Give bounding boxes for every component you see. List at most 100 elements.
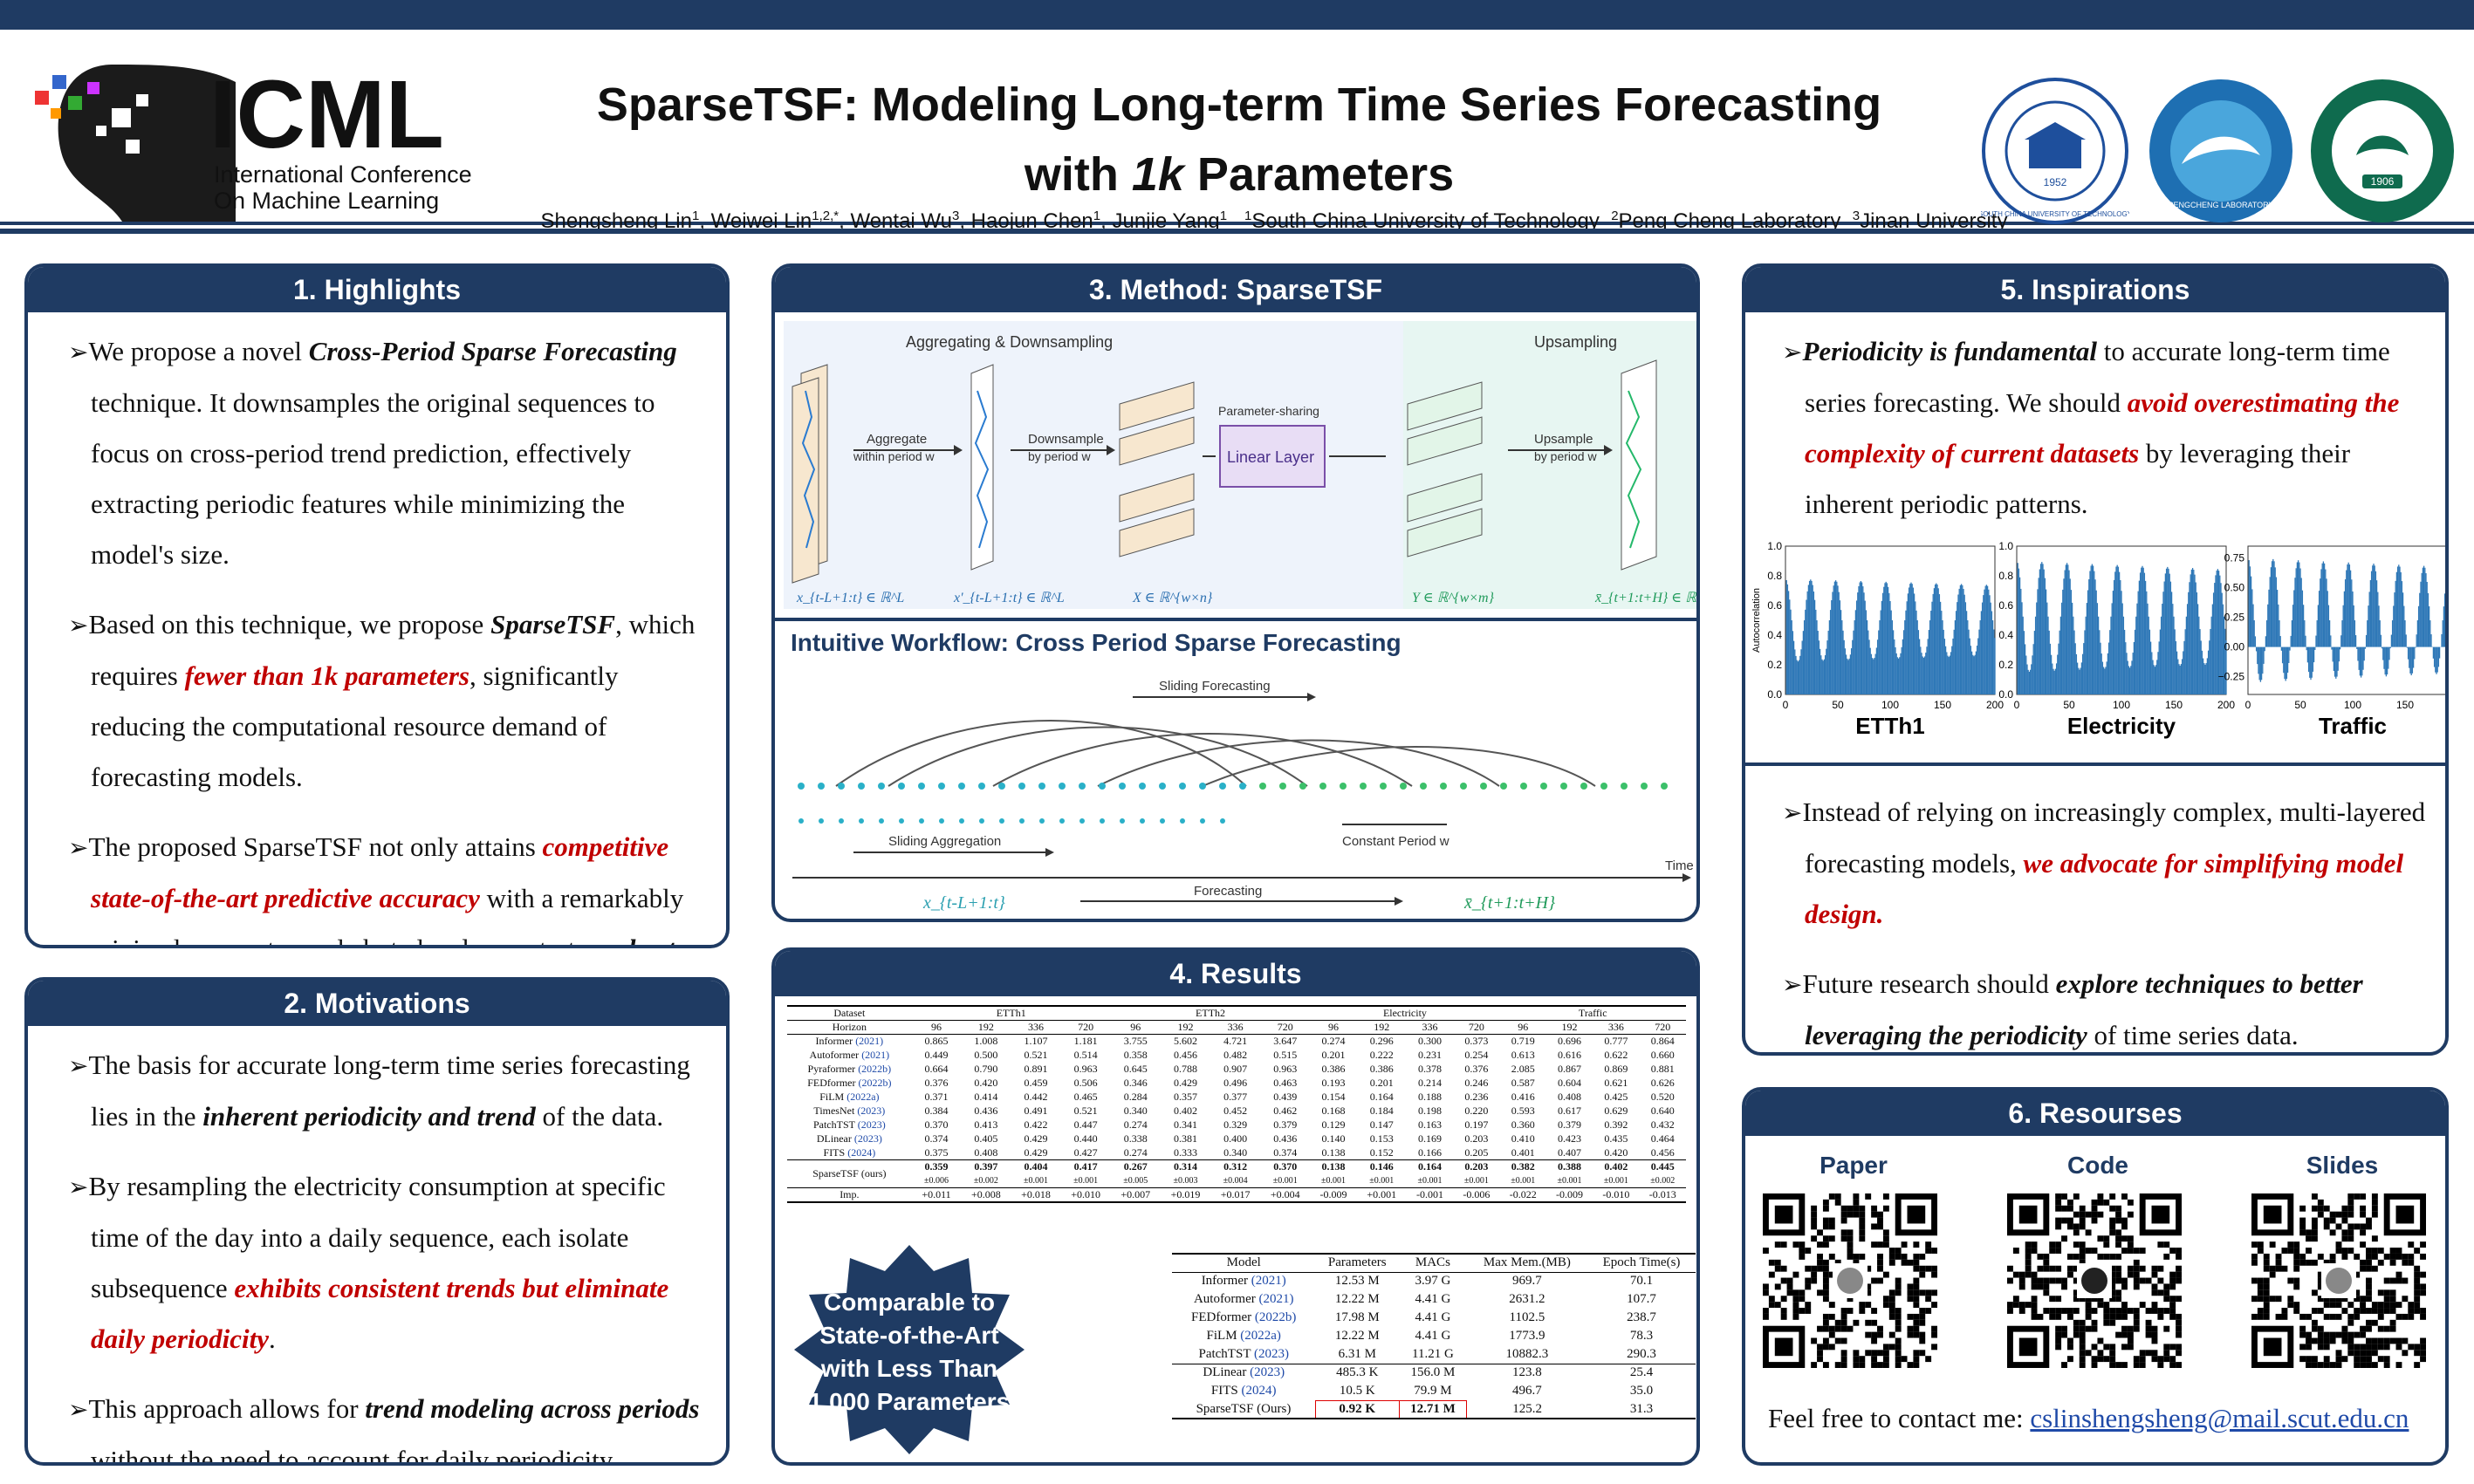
svg-text:Downsample: Downsample xyxy=(1028,432,1104,447)
time-step-dot xyxy=(1079,783,1086,790)
time-step-dot xyxy=(1179,783,1186,790)
horizon-value: 96 xyxy=(1130,1021,1141,1033)
motivations-heading: 2. Motivations xyxy=(28,981,726,1026)
horizon-label: Horizon xyxy=(832,1021,867,1033)
time-step-dot xyxy=(1279,783,1286,790)
motivation-bullet-2: ➢By resampling the electricity consumpti… xyxy=(68,1171,669,1354)
time-step-dot xyxy=(1621,783,1628,790)
y-axis-label: Autocorrelation xyxy=(1751,588,1762,653)
column-header: Epoch Time(s) xyxy=(1602,1255,1681,1270)
svg-text:x_{t-L+1:t} ∈ ℝ^L: x_{t-L+1:t} ∈ ℝ^L xyxy=(796,591,904,605)
svg-text:Upsampling: Upsampling xyxy=(1534,333,1617,351)
input-series-stack xyxy=(792,364,828,584)
code-qr-code[interactable] xyxy=(2007,1193,2182,1368)
linear-layer-label: Linear Layer xyxy=(1227,448,1314,466)
chart-frame xyxy=(2247,545,2445,695)
time-step-dot xyxy=(878,783,885,790)
link-icon xyxy=(1837,1268,1863,1294)
time-step-dot xyxy=(1018,783,1025,790)
svg-text:1952: 1952 xyxy=(2044,176,2067,188)
x-tick-label: 0 xyxy=(2014,699,2020,711)
time-step-dot xyxy=(1299,783,1306,790)
workflow-diagram: Sliding Forecasting Sliding Aggregation … xyxy=(792,679,1694,913)
aggregation-dot xyxy=(939,818,944,824)
aggregation-dot xyxy=(899,818,904,824)
contact-line: Feel free to contact me: cslinshengsheng… xyxy=(1768,1403,2409,1433)
top-bar xyxy=(0,0,2474,30)
poster-header: ICML International Conference On Machine… xyxy=(0,30,2474,234)
aggregation-dot xyxy=(1120,818,1125,824)
highlights-panel: 1. Highlights ➢We propose a novel Cross-… xyxy=(24,263,730,948)
dataset-group: Traffic xyxy=(1578,1007,1607,1019)
column-header: MACs xyxy=(1415,1255,1450,1270)
svg-text:X ∈ ℝ^{w×n}: X ∈ ℝ^{w×n} xyxy=(1132,591,1213,605)
slides-qr-code[interactable] xyxy=(2251,1193,2426,1368)
aggregation-dot xyxy=(879,818,884,824)
aggregation-dot xyxy=(798,818,804,824)
svg-text:Constant Period w: Constant Period w xyxy=(1342,834,1449,849)
horizon-value: 96 xyxy=(930,1021,942,1033)
time-step-dot xyxy=(1219,783,1226,790)
pengcheng-lab-logo: PENGCHENG LABORATORY xyxy=(2149,79,2292,222)
svg-text:Forecasting: Forecasting xyxy=(1194,884,1262,899)
svg-text:Time: Time xyxy=(1665,858,1694,873)
motivation-bullet-1: ➢The basis for accurate long-term time s… xyxy=(68,1050,690,1132)
time-step-dot xyxy=(938,783,945,790)
chart-title: ETTh1 xyxy=(1855,713,1924,739)
jinan-univ-logo: 1906 xyxy=(2311,79,2454,222)
time-step-dot xyxy=(898,783,905,790)
time-step-dot xyxy=(1520,783,1527,790)
time-step-dot xyxy=(978,783,985,790)
x-tick-label: 0 xyxy=(1783,699,1789,711)
link-icon xyxy=(2326,1268,2352,1294)
aggregation-dot xyxy=(1019,818,1025,824)
aggregation-dot xyxy=(1039,818,1045,824)
svg-text:Sliding Aggregation: Sliding Aggregation xyxy=(888,834,1001,849)
x-tick-label: 50 xyxy=(2063,699,2075,711)
y-tick-label: 0.0 xyxy=(1998,688,2013,701)
x-tick-label: 150 xyxy=(2165,699,2183,711)
paper-qr-code[interactable] xyxy=(1763,1193,1937,1368)
scut-logo: 1952 SOUTH CHINA UNIVERSITY OF TECHNOLOG… xyxy=(1981,78,2129,224)
inspiration-bullet-1: ➢Periodicity is fundamental to accurate … xyxy=(1782,336,2400,519)
aggregation-dot xyxy=(1100,818,1105,824)
y-tick-label: 0.6 xyxy=(1767,599,1782,612)
time-step-dot xyxy=(1059,783,1066,790)
method-heading: 3. Method: SparseTSF xyxy=(775,267,1696,312)
aggregation-dot xyxy=(859,818,864,824)
horizon-value: 192 xyxy=(1561,1021,1578,1033)
svg-text:by period w: by period w xyxy=(1534,449,1597,463)
time-step-dot xyxy=(1139,783,1146,790)
svg-text:x̄_{t+1:t+H}: x̄_{t+1:t+H} xyxy=(1463,893,1555,913)
time-step-dot xyxy=(1600,783,1607,790)
horizon-value: 336 xyxy=(1227,1021,1244,1033)
svg-text:Parameter-sharing: Parameter-sharing xyxy=(1218,404,1319,418)
aggregation-dot xyxy=(1079,818,1085,824)
chart-title: Electricity xyxy=(2067,713,2176,739)
badge-line: 1,000 Parameters xyxy=(809,1388,1010,1415)
contact-email-link[interactable]: cslinshengsheng@mail.scut.edu.cn xyxy=(2030,1403,2409,1433)
authors-line: Shengsheng Lin1, Weiwei Lin1,2,*, Wentai… xyxy=(540,209,2008,233)
resources-heading: 6. Resourses xyxy=(1745,1091,2445,1136)
time-step-dot xyxy=(918,783,925,790)
inspiration-bullet-2: ➢Instead of relying on increasingly comp… xyxy=(1782,797,2426,929)
time-step-dot xyxy=(1580,783,1587,790)
highlight-bullet-1: ➢We propose a novel Cross-Period Sparse … xyxy=(68,336,677,570)
horizon-value: 336 xyxy=(1027,1021,1044,1033)
dataset-group: ETTh1 xyxy=(996,1007,1026,1019)
time-step-dot xyxy=(1480,783,1487,790)
svg-text:x'_{t-L+1:t} ∈ ℝ^L: x'_{t-L+1:t} ∈ ℝ^L xyxy=(953,591,1065,605)
column-header: Max Mem.(MB) xyxy=(1483,1255,1571,1270)
horizon-value: 192 xyxy=(1177,1021,1194,1033)
aggregation-dot xyxy=(1200,818,1205,824)
time-step-dot xyxy=(1038,783,1045,790)
svg-text:SOUTH CHINA UNIVERSITY OF TECH: SOUTH CHINA UNIVERSITY OF TECHNOLOGY xyxy=(1981,210,2129,218)
